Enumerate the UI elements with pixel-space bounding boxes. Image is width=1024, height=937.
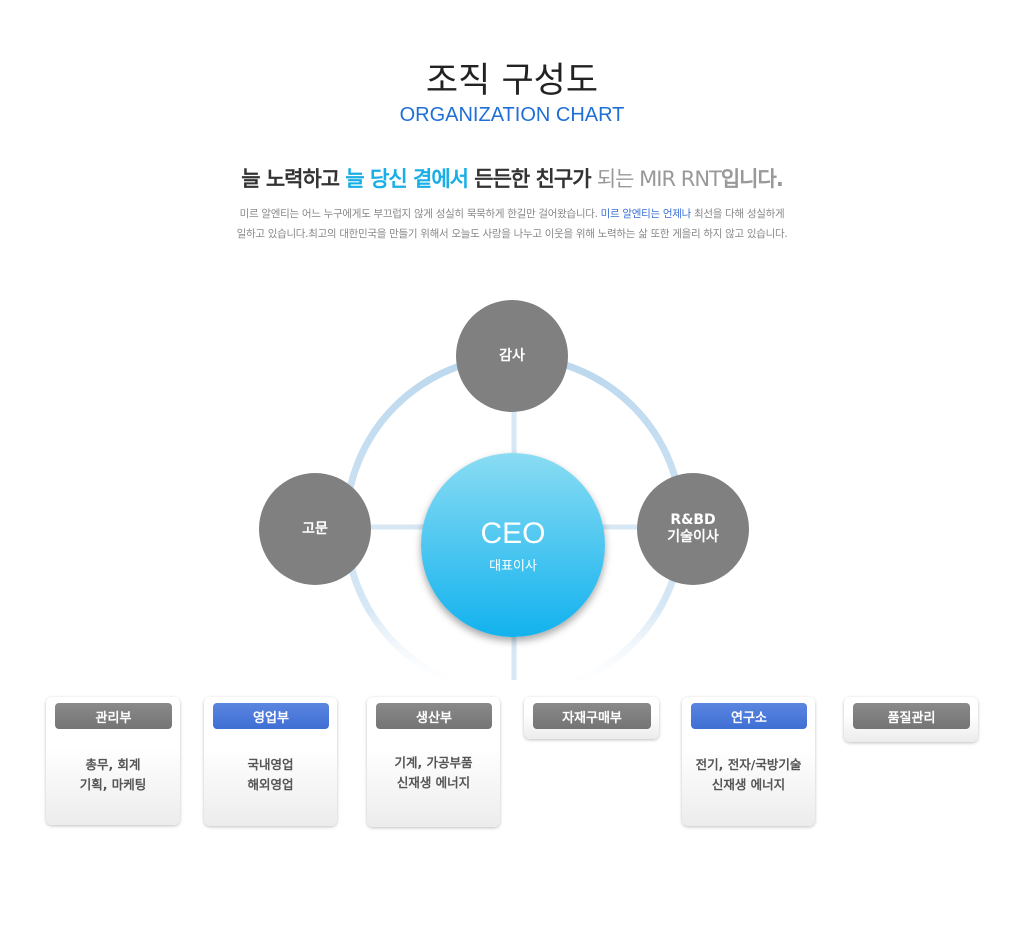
dept-card-purchasing: 자재구매부 <box>524 697 659 739</box>
headline: 늘 노력하고 늘 당신 곁에서 든든한 친구가 되는 MIR RNT입니다. <box>0 163 1024 193</box>
dept-duty: 신재생 에너지 <box>396 775 471 790</box>
node-auditor: 감사 <box>456 300 568 412</box>
dept-duty: 기계, 가공부품 <box>394 755 473 770</box>
headline-highlight: 늘 당신 곁에서 <box>345 167 469 191</box>
dept-duty: 국내영업 <box>247 757 294 772</box>
dept-title: 품질관리 <box>853 703 970 729</box>
dept-duty: 전기, 전자/국방기술 <box>695 757 802 772</box>
node-label: 감사 <box>499 347 525 364</box>
intro-text: 미르 알엔티는 어느 누구에게도 부끄럽지 않게 성실히 묵묵하게 한길만 걸어… <box>0 204 1024 244</box>
node-advisor: 고문 <box>259 473 371 585</box>
dept-title: 영업부 <box>213 703 329 729</box>
node-label: 기술이사 <box>667 529 719 545</box>
dept-duty: 신재생 에너지 <box>711 777 786 792</box>
dept-card-quality: 품질관리 <box>844 697 978 742</box>
dept-title: 생산부 <box>376 703 492 729</box>
dept-duty: 해외영업 <box>247 777 294 792</box>
intro-text-part: 최선을 다해 성실하게 <box>690 208 785 220</box>
page-subtitle: ORGANIZATION CHART <box>399 104 625 126</box>
headline-brand: 되는 MIR RNT <box>596 167 722 191</box>
page-title: 조직 구성도 <box>425 61 599 101</box>
dept-duty: 총무, 회계 <box>85 757 141 772</box>
headline-part: 늘 노력하고 <box>241 167 346 191</box>
dept-title: 관리부 <box>55 703 172 729</box>
node-label: 고문 <box>302 520 328 537</box>
dept-duty: 기획, 마케팅 <box>79 777 147 792</box>
headline-part: 입니다. <box>720 167 784 191</box>
dept-title: 자재구매부 <box>533 703 651 729</box>
headline-part: 든든한 친구가 <box>467 167 597 191</box>
intro-highlight: 미르 알엔티는 언제나 <box>600 208 692 220</box>
node-ceo: CEO 대표이사 <box>421 453 605 637</box>
ceo-label: CEO <box>480 516 546 550</box>
intro-text-part: 미르 알엔티는 어느 누구에게도 부끄럽지 않게 성실히 묵묵하게 한길만 걸어… <box>239 208 601 220</box>
intro-text-line: 일하고 있습니다.최고의 대한민국을 만들기 위해서 오늘도 사랑을 나누고 이… <box>236 228 788 240</box>
ceo-sublabel: 대표이사 <box>489 558 537 574</box>
dept-title: 연구소 <box>691 703 807 729</box>
node-label: R&BD <box>670 512 716 528</box>
